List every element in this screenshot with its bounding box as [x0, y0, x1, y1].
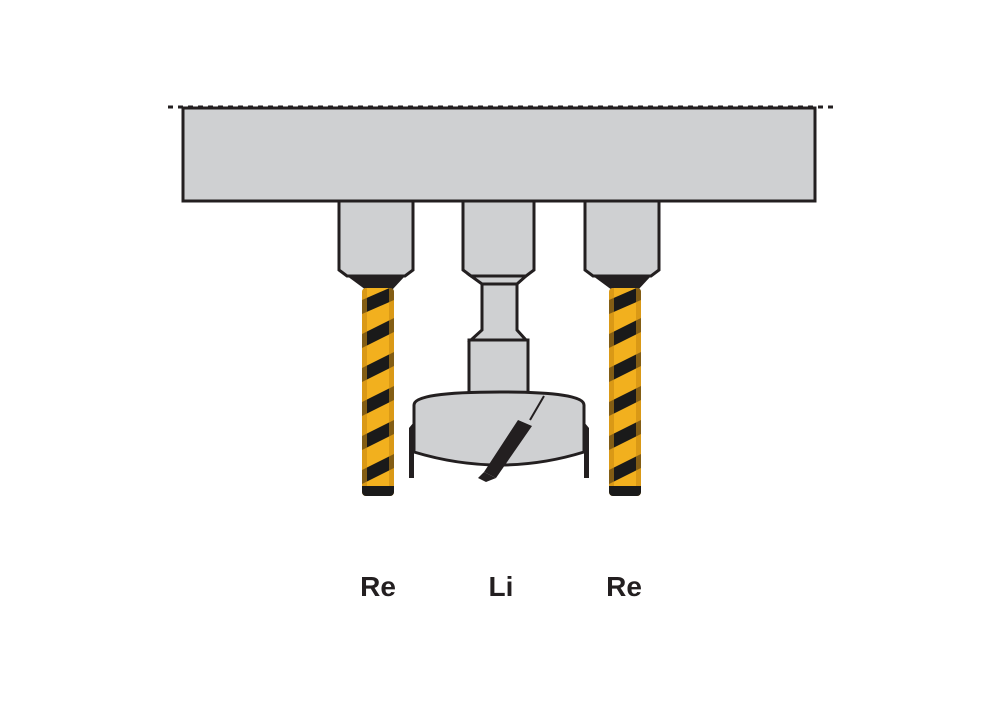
- right-drill-bit: [609, 288, 641, 496]
- left-drill-bit: [362, 288, 394, 496]
- label-center-cutter: Li: [489, 571, 514, 602]
- drill-head-block: [181, 106, 817, 203]
- label-left-drill: Re: [360, 571, 396, 602]
- left-spindle: [337, 199, 415, 290]
- label-right-drill: Re: [606, 571, 642, 602]
- center-forstner-cutter: [409, 390, 589, 482]
- right-spindle: [583, 199, 661, 290]
- center-spindle: [461, 199, 536, 398]
